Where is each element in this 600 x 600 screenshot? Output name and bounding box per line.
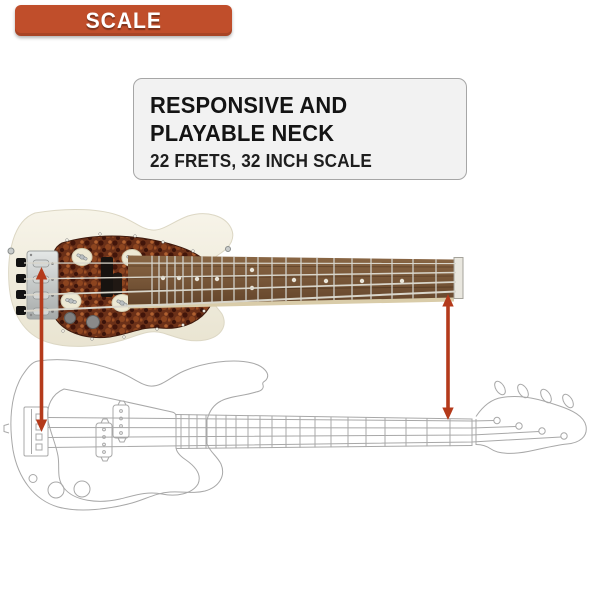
scale-badge: SCALE — [15, 5, 232, 36]
horn-screw — [225, 246, 231, 252]
nut — [453, 257, 464, 299]
feature-subtitle: 22 FRETS, 32 INCH SCALE — [150, 151, 372, 171]
outline-jack — [28, 474, 38, 483]
outline-body — [10, 359, 269, 511]
outline-knob-2 — [73, 480, 91, 498]
neck — [128, 255, 464, 309]
strings — [23, 262, 457, 312]
strap-button — [7, 247, 15, 255]
feature-info-text: RESPONSIVE AND PLAYABLE NECK 22 FRETS, 3… — [150, 91, 452, 172]
bridge-alignment-arrow — [35, 267, 48, 432]
feature-info-box: RESPONSIVE AND PLAYABLE NECK 22 FRETS, 3… — [133, 78, 467, 180]
outline-bridge — [23, 406, 49, 457]
outline-knob-1 — [47, 481, 65, 499]
outline-strings — [47, 417, 562, 448]
feature-title-line1: RESPONSIVE AND — [150, 92, 348, 118]
control-knobs — [60, 248, 154, 329]
outline-strap-nub — [3, 423, 10, 434]
frets — [151, 255, 437, 305]
pickup-black-bar-2 — [113, 273, 122, 295]
pickup-black-bar-1 — [101, 257, 113, 297]
bass-photo — [7, 208, 464, 347]
feature-title-line2: PLAYABLE NECK — [150, 120, 335, 146]
outline-pickups — [95, 400, 130, 462]
scale-badge-label: SCALE — [85, 7, 162, 33]
scale-arrows — [35, 267, 454, 432]
outline-headstock — [475, 380, 587, 454]
nut-position-arrow — [442, 294, 454, 420]
outline-pickguard — [47, 388, 200, 502]
bass-outline-drawing — [3, 359, 587, 511]
fret-dot-inlays — [160, 267, 405, 291]
